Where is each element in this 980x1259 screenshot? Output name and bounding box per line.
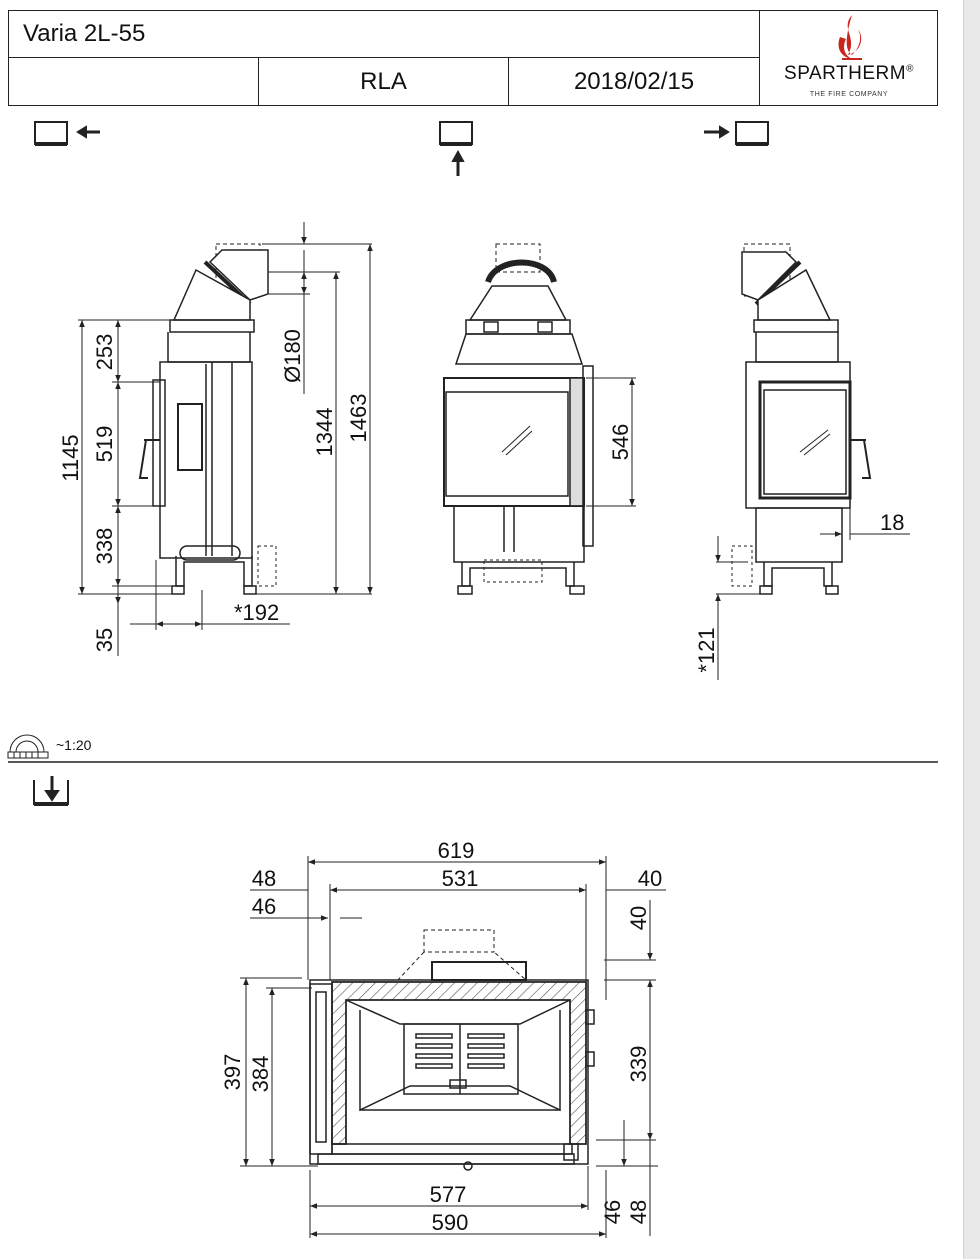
drawing-code: RLA bbox=[259, 58, 509, 105]
dim-519: 519 bbox=[92, 426, 117, 463]
title-block-empty-cell bbox=[9, 58, 259, 105]
dim-180: Ø180 bbox=[280, 329, 305, 383]
vertical-scrollbar[interactable] bbox=[963, 0, 980, 1259]
dim-18: 18 bbox=[880, 510, 904, 535]
brand-name: SPARTHERM® bbox=[784, 63, 914, 84]
dim-1344: 1344 bbox=[312, 408, 337, 457]
dim-121: *121 bbox=[694, 627, 719, 672]
dim-1463: 1463 bbox=[346, 394, 371, 443]
left-view-icon bbox=[34, 121, 100, 146]
title-block: Varia 2L-55 RLA 2018/02/15 SPARTHERM® TH… bbox=[8, 10, 938, 106]
drawing-date: 2018/02/15 bbox=[573, 67, 695, 95]
dim-619: 619 bbox=[438, 838, 475, 863]
dim-253: 253 bbox=[92, 334, 117, 371]
plan-view-icon bbox=[33, 776, 69, 806]
dim-40-side: 40 bbox=[626, 906, 651, 930]
right-view-icon bbox=[704, 121, 769, 146]
front-view bbox=[443, 243, 594, 595]
dim-48-top: 48 bbox=[252, 866, 276, 891]
plan-dimension-lines bbox=[240, 856, 666, 1238]
dim-397: 397 bbox=[220, 1054, 245, 1091]
model-name: Varia 2L-55 bbox=[9, 11, 759, 58]
elevation-dimension-lines bbox=[78, 222, 910, 680]
right-side-view bbox=[731, 243, 872, 595]
flame-icon bbox=[838, 15, 862, 60]
dim-48-bottom: 48 bbox=[626, 1200, 651, 1224]
dim-1145: 1145 bbox=[58, 434, 83, 481]
dim-339: 339 bbox=[626, 1046, 651, 1083]
dim-40-top: 40 bbox=[638, 866, 662, 891]
left-side-view bbox=[138, 243, 277, 595]
dim-35: 35 bbox=[92, 628, 117, 652]
plan-view bbox=[309, 929, 595, 1171]
dim-531: 531 bbox=[442, 866, 479, 891]
dim-577: 577 bbox=[430, 1182, 467, 1207]
scale-icon bbox=[7, 734, 49, 759]
front-view-icon bbox=[439, 121, 473, 176]
dim-46-bottom: 46 bbox=[600, 1200, 625, 1224]
elevation-dimension-labels: 1145 253 519 338 35 *192 Ø180 1344 1463 … bbox=[58, 329, 904, 673]
dim-384: 384 bbox=[248, 1056, 273, 1093]
dim-590: 590 bbox=[432, 1210, 469, 1235]
dim-338: 338 bbox=[92, 528, 117, 565]
spartherm-logo: SPARTHERM® THE FIRE COMPANY bbox=[759, 11, 937, 105]
plan-dimension-labels: 619 531 48 46 40 40 397 384 339 577 590 … bbox=[220, 838, 662, 1235]
dim-192: *192 bbox=[234, 600, 279, 625]
dim-546: 546 bbox=[608, 424, 633, 461]
brand-tagline: THE FIRE COMPANY bbox=[809, 91, 889, 98]
dim-46-top: 46 bbox=[252, 894, 276, 919]
scale-label: ~1:20 bbox=[56, 737, 92, 753]
